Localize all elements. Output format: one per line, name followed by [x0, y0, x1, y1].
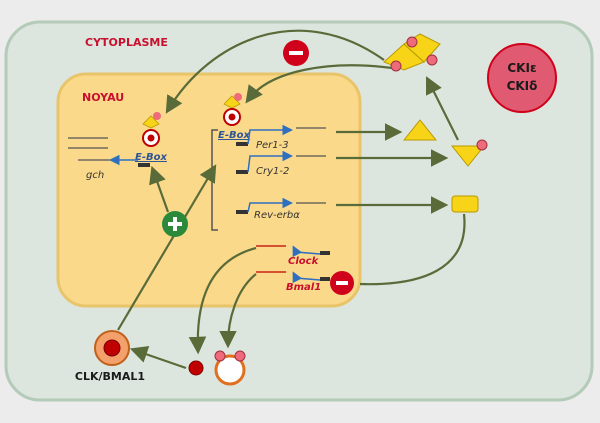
cki-delta-label: CKIδ	[507, 79, 538, 93]
rev-erb-label: Rev-erbα	[254, 210, 300, 221]
cry-protein	[450, 145, 486, 167]
clock-protein	[188, 360, 204, 376]
clock-label: Clock	[288, 256, 320, 267]
gch-label: gch	[86, 170, 104, 181]
bmal-label: Bmal1	[286, 282, 321, 293]
cytoplasm-label: CYTOPLASME	[85, 36, 168, 49]
cry-label: Cry1-2	[256, 166, 289, 177]
ebox-left-repressor	[142, 112, 161, 147]
clk-bmal1-label: CLK/BMAL1	[75, 370, 145, 383]
nucleus	[56, 72, 362, 308]
ebox-right-label: E-Box	[218, 130, 250, 141]
ebox-right-repressor	[223, 93, 242, 126]
cki-epsilon-label: CKIε	[507, 61, 536, 75]
per-protein	[402, 119, 438, 141]
cki-kinase	[487, 43, 557, 113]
nucleus-label: NOYAU	[82, 91, 124, 104]
bmal1-protein	[214, 350, 246, 386]
per-label: Per1-3	[256, 140, 289, 151]
gch-gene	[68, 137, 138, 166]
per-cry-complex	[383, 33, 441, 72]
ebox-left-label: E-Box	[135, 152, 167, 163]
rev-erb-protein	[451, 195, 479, 213]
